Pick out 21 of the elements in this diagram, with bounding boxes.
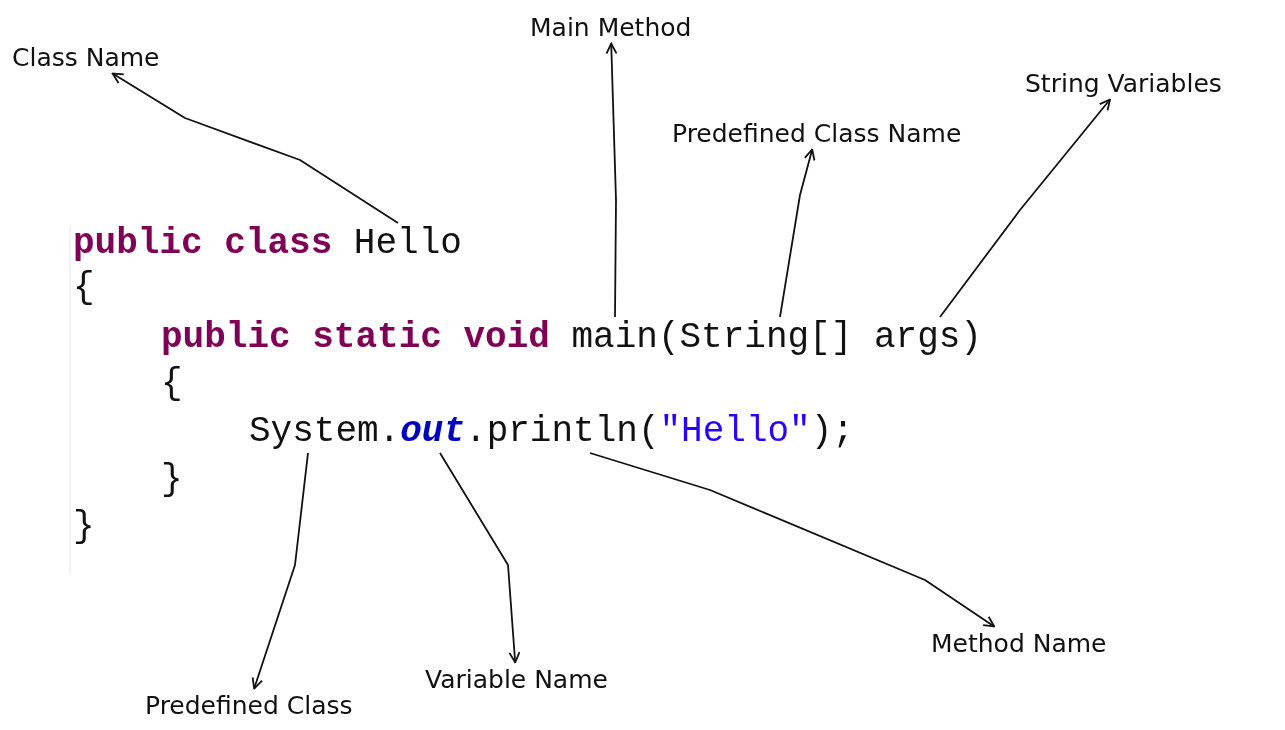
code-line: public static void main(String[] args) <box>161 316 982 360</box>
leader-line <box>779 148 816 318</box>
leader-line <box>939 98 1111 318</box>
leader-line <box>439 452 521 664</box>
leader-line <box>605 42 618 318</box>
leader-line <box>589 452 996 628</box>
annotation-label: Class Name <box>12 42 160 72</box>
code-line: } <box>161 458 183 502</box>
code-line: System.out.println("Hello"); <box>249 410 854 454</box>
code-line: { <box>73 266 95 310</box>
code-line: { <box>161 362 183 406</box>
code-line: } <box>73 505 95 549</box>
annotation-label: String Variables <box>1025 68 1222 98</box>
annotation-label: Predefined Class Name <box>672 118 962 148</box>
code-line: public class Hello <box>73 222 462 266</box>
annotation-label: Main Method <box>530 12 692 42</box>
leader-line <box>251 452 309 690</box>
annotation-label: Variable Name <box>425 664 608 694</box>
annotation-label: Predefined Class <box>145 690 353 720</box>
annotation-label: Method Name <box>931 628 1107 658</box>
leader-line <box>111 72 399 224</box>
